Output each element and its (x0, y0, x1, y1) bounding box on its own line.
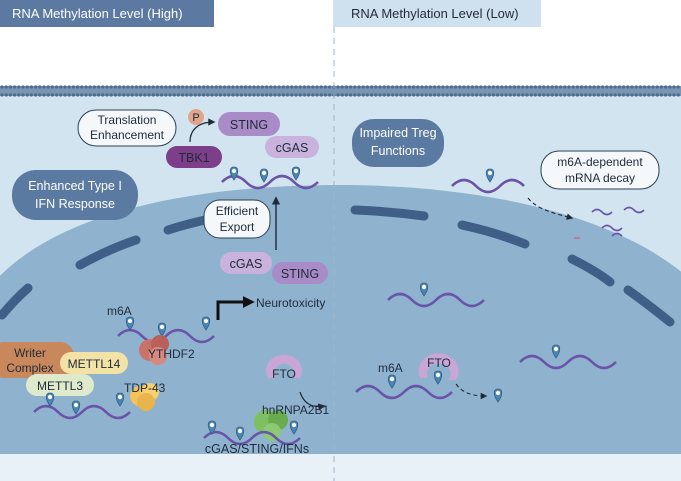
writer-label-line2: Complex (6, 361, 53, 375)
hnrnpa2b1-label: hnRNPA2B1 (262, 403, 329, 417)
mettl3-pill (26, 374, 94, 396)
tdp43-label: TDP-43 (124, 381, 166, 395)
rna-strand-bottom-center (203, 430, 301, 446)
translation-label-line1: Translation (98, 113, 157, 127)
impaired-treg-box (352, 119, 444, 167)
export-label-line2: Export (220, 220, 255, 234)
translation-enhancement-box (77, 109, 177, 147)
writer-label-line1: Writer (14, 346, 46, 360)
header-left-title: RNA Methylation Level (High) (12, 6, 183, 21)
treg-label-line2: Functions (371, 144, 425, 158)
cgas-mid-label: cGAS (230, 257, 263, 271)
mettl14-pill (60, 352, 128, 374)
header-right-bg (333, 0, 541, 27)
writer-complex-pill (0, 342, 74, 378)
rna-strand-right-low (519, 354, 617, 370)
neurotoxicity-arrow (216, 296, 255, 320)
decay-label-line2: mRNA decay (565, 171, 635, 185)
bottom-strip (0, 454, 681, 481)
ythdf2-protein (139, 335, 169, 365)
sting-top-label: STING (230, 118, 268, 132)
mrna-decay-box (540, 150, 660, 190)
nucleus (0, 185, 681, 460)
fto-protein-left (266, 354, 303, 378)
sting-mid-pill (272, 262, 328, 284)
translation-label-line2: Enhancement (90, 128, 165, 142)
mettl14-label: METTL14 (68, 357, 121, 371)
rna-strand-top-left (221, 174, 319, 190)
tbk1-pill (166, 146, 222, 168)
phospho-label: P (192, 112, 199, 124)
fto-protein-right (418, 353, 459, 380)
fto-right-arrow (455, 383, 488, 400)
fto-left-arrow (299, 391, 326, 411)
phospho-circle (188, 109, 204, 125)
ythdf2-label: YTHDF2 (148, 347, 195, 361)
type1-label-line2: IFN Response (35, 197, 115, 211)
fto-label-right: FTO (427, 356, 451, 370)
tdp43-protein (130, 383, 159, 411)
sting-mid-label: STING (281, 267, 319, 281)
sting-top-pill (218, 112, 280, 136)
cgas-mid-pill (220, 252, 272, 274)
cgas-top-label: cGAS (276, 141, 309, 155)
m6a-label-right: m6A (378, 361, 403, 375)
decay-label-line1: m6A-dependent (557, 155, 643, 169)
tbk1-label: TBK1 (178, 151, 209, 165)
hnrnpa2b1-protein (254, 410, 288, 441)
efficient-export-box (203, 199, 271, 239)
header-left-bg (0, 0, 214, 27)
cgas-top-pill (265, 136, 319, 158)
rna-strand-mid-left (117, 328, 215, 344)
treg-label-line1: Impaired Treg (359, 126, 436, 140)
fto-label-left: FTO (272, 367, 296, 381)
rna-fragments (591, 206, 645, 237)
cell-membrane (0, 85, 681, 97)
neurotoxicity-label: Neurotoxicity (256, 296, 325, 310)
cgas-sting-ifns-label: cGAS/STING/IFNs (205, 442, 309, 456)
decay-arrow (527, 197, 574, 220)
phospho-arrow (189, 118, 216, 143)
rna-strand-right-mid (387, 292, 485, 308)
rna-strand-decay (451, 178, 525, 194)
mettl3-label: METTL3 (37, 379, 83, 393)
type1-label-line1: Enhanced Type I (28, 179, 122, 193)
m6a-label-left: m6A (107, 304, 132, 318)
rna-strand-right-bottom (355, 384, 453, 400)
export-label-line1: Efficient (216, 204, 259, 218)
rna-strand-bottom-left (33, 404, 131, 420)
header-right-title: RNA Methylation Level (Low) (351, 6, 519, 21)
type1-ifn-box (12, 170, 138, 220)
